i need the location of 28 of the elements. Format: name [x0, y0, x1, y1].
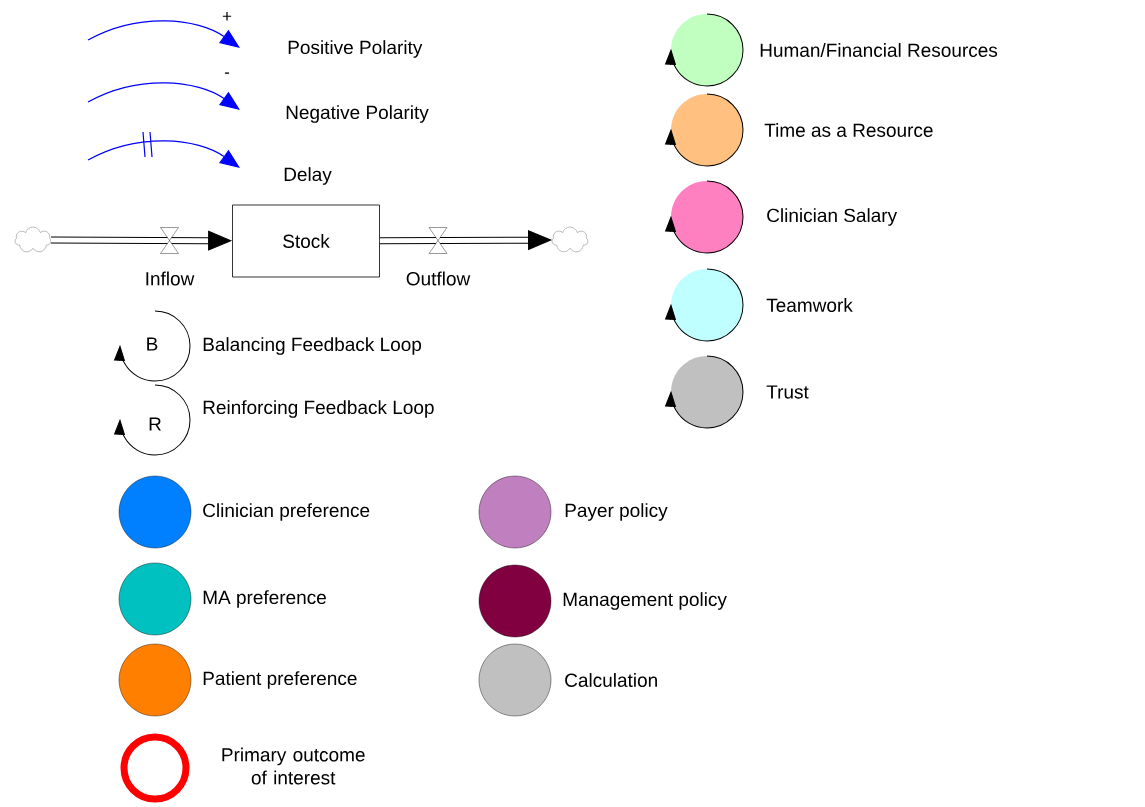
legend-text: Teamwork	[766, 298, 853, 312]
legend-text: Positive Polarity	[288, 40, 423, 58]
edge-label: Outflow	[406, 271, 471, 286]
legend-text: Trust	[766, 385, 809, 399]
stock-box: Stock	[232, 204, 380, 278]
legend-text: Calculation	[565, 673, 657, 687]
flow-arrow	[379, 230, 552, 251]
legend-text: Payer policy	[565, 503, 668, 521]
legend-text: Reinforcing Feedback Loop	[203, 400, 434, 418]
polarity-sign: -	[224, 72, 230, 74]
legend-text: Primary outcome of interest	[222, 747, 365, 785]
legend-text: Clinician Salary	[767, 208, 898, 226]
flow-arrow	[50, 230, 232, 251]
polarity-sign: +	[222, 12, 232, 21]
legend-text: MA preference	[203, 590, 326, 608]
legend-text: Negative Polarity	[286, 105, 429, 123]
legend-text: Patient preference	[203, 671, 357, 689]
legend-text: Balancing Feedback Loop	[203, 337, 422, 355]
loop-letter: B	[147, 337, 158, 351]
legend-text: Time as a Resource	[764, 123, 933, 137]
legend-text: Management policy	[563, 592, 727, 610]
legend-text: Delay	[284, 167, 332, 185]
legend-text: Clinician preference	[203, 503, 370, 521]
legend-text: Human/Financial Resources	[760, 43, 998, 57]
edge-label: Inflow	[146, 271, 195, 286]
cloud-icon	[551, 226, 589, 253]
loop-letter: R	[149, 417, 161, 431]
cloud-icon	[14, 226, 52, 253]
